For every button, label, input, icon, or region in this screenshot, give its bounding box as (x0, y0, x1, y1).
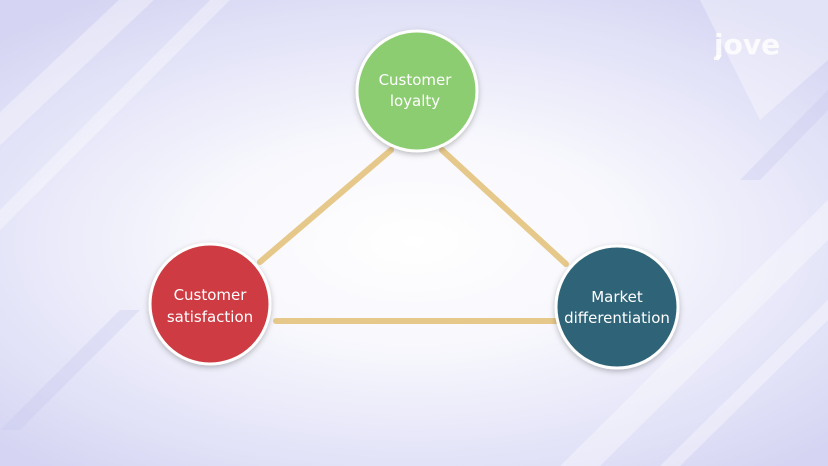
node-customer-loyalty-label-line-2: loyalty (390, 92, 440, 110)
node-customer-satisfaction: Customer satisfaction (148, 242, 272, 366)
node-market-differentiation-label-line-2: differentiation (564, 309, 670, 327)
jove-logo-text: jove (714, 28, 780, 61)
connector-loyalty-satisfaction (257, 147, 394, 265)
node-market-differentiation-label-line-1: Market (591, 288, 643, 306)
node-market-differentiation: Market differentiation (554, 244, 680, 370)
node-customer-satisfaction-label-line-1: Customer (174, 286, 248, 304)
node-market-differentiation-circle (554, 244, 680, 370)
node-customer-satisfaction-circle (148, 242, 272, 366)
node-customer-loyalty-shine (417, 110, 473, 152)
jove-logo: jove (714, 28, 780, 61)
connector-lines (257, 147, 569, 324)
node-customer-satisfaction-shine (210, 323, 266, 365)
node-customer-loyalty-label-line-1: Customer (379, 71, 453, 89)
node-market-differentiation-shine (617, 326, 674, 369)
node-customer-loyalty-circle (355, 29, 479, 153)
node-customer-loyalty: Customer loyalty (355, 29, 479, 153)
node-customer-satisfaction-label-line-2: satisfaction (167, 308, 253, 326)
speech-bubble-icon (716, 55, 722, 61)
connector-loyalty-differentiation (439, 147, 569, 267)
